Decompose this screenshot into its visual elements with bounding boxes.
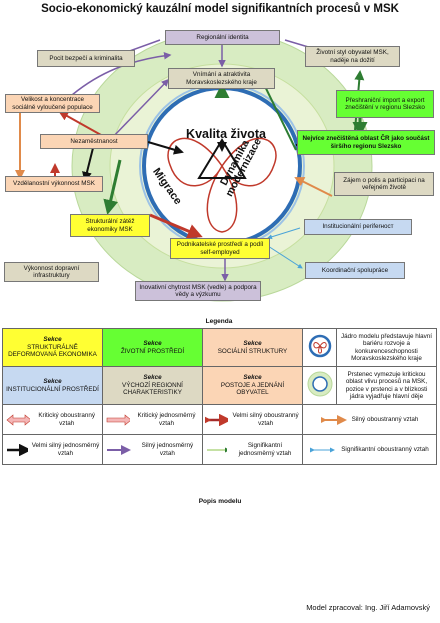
- legend-signifikantni-jednosmerny: Signifikantní jednosměrný vztah: [202, 434, 303, 465]
- node-velikost-koncentrace: Velikost a koncentrace sociálně vyloučen…: [5, 94, 100, 113]
- node-vnimani: Vnímání a atraktivita Moravskoslezského …: [168, 68, 275, 89]
- legend-kriticky-oboustranny: Kritický oboustranný vztah: [2, 404, 103, 435]
- node-koordinacni: Koordinační spolupráce: [305, 262, 405, 279]
- node-zivotni-styl: Životní styl obyvatel MSK, naděje na dož…: [305, 46, 400, 67]
- legend-signifikantni-oboustranny: Signifikantní oboustranný vztah: [302, 434, 437, 465]
- node-strukturalni-zatez: Strukturální zátěž ekonomiky MSK: [70, 214, 150, 237]
- legend-ring-text: Prstenec vymezuje kritickou oblast vlivu…: [336, 366, 437, 405]
- node-zajem-o-polis: Zájem o polis a participaci na veřejném …: [334, 172, 434, 196]
- legend-core-icon: [302, 328, 337, 367]
- node-inovativni: Inovativní chytrost MSK (vedle) a podpor…: [135, 281, 261, 301]
- author-credit: Model zpracoval: Ing. Jiří Adamovský: [306, 603, 430, 612]
- legend-velmi-silny-jednosmerny: Velmi silný jednosměrný vztah: [2, 434, 103, 465]
- legend-title: Legenda: [205, 318, 233, 325]
- node-regionalni-identita: Regionální identita: [165, 30, 280, 45]
- node-vykonnost-dopravni: Výkonnost dopravní infrastruktury: [4, 262, 99, 282]
- legend-kriticky-jednosmerny: Kritický jednosměrný vztah: [102, 404, 203, 435]
- node-nejvice-znecistena: Nejvíce znečištěná oblast ČR jako součás…: [297, 130, 435, 155]
- node-vzdelanostni: Vzdělanostní výkonnost MSK: [5, 176, 103, 192]
- legend-velmi-silny-oboustranny: Velmi silný oboustranný vztah: [202, 404, 303, 435]
- legend-ring-icon: [302, 366, 337, 405]
- node-institucionalni: Institucionální periferност: [304, 219, 412, 235]
- core-label-kvalita: Kvalita života: [186, 127, 266, 141]
- legend-silny-jednosmerny: Silný jednosměrný vztah: [102, 434, 203, 465]
- node-prehranicni: Přeshraniční import a export znečištění …: [336, 90, 434, 118]
- legend-silny-oboustranny: Silný oboustranný vztah: [302, 404, 437, 435]
- core-loops: [167, 137, 277, 233]
- node-pocit-bezpeci: Pocit bezpečí a kriminalita: [37, 50, 135, 67]
- popis-modelu: Popis modelu: [198, 498, 242, 505]
- legend-core-text: Jádro modelu představuje hlavní bariéru …: [336, 328, 437, 367]
- node-podnikatelske: Podnikatelské prostředí a podíl self-emp…: [170, 238, 270, 259]
- page-title: Socio-ekonomický kauzální model signifik…: [41, 3, 399, 15]
- node-nezamestnanost: Nezaměstnanost: [40, 134, 148, 149]
